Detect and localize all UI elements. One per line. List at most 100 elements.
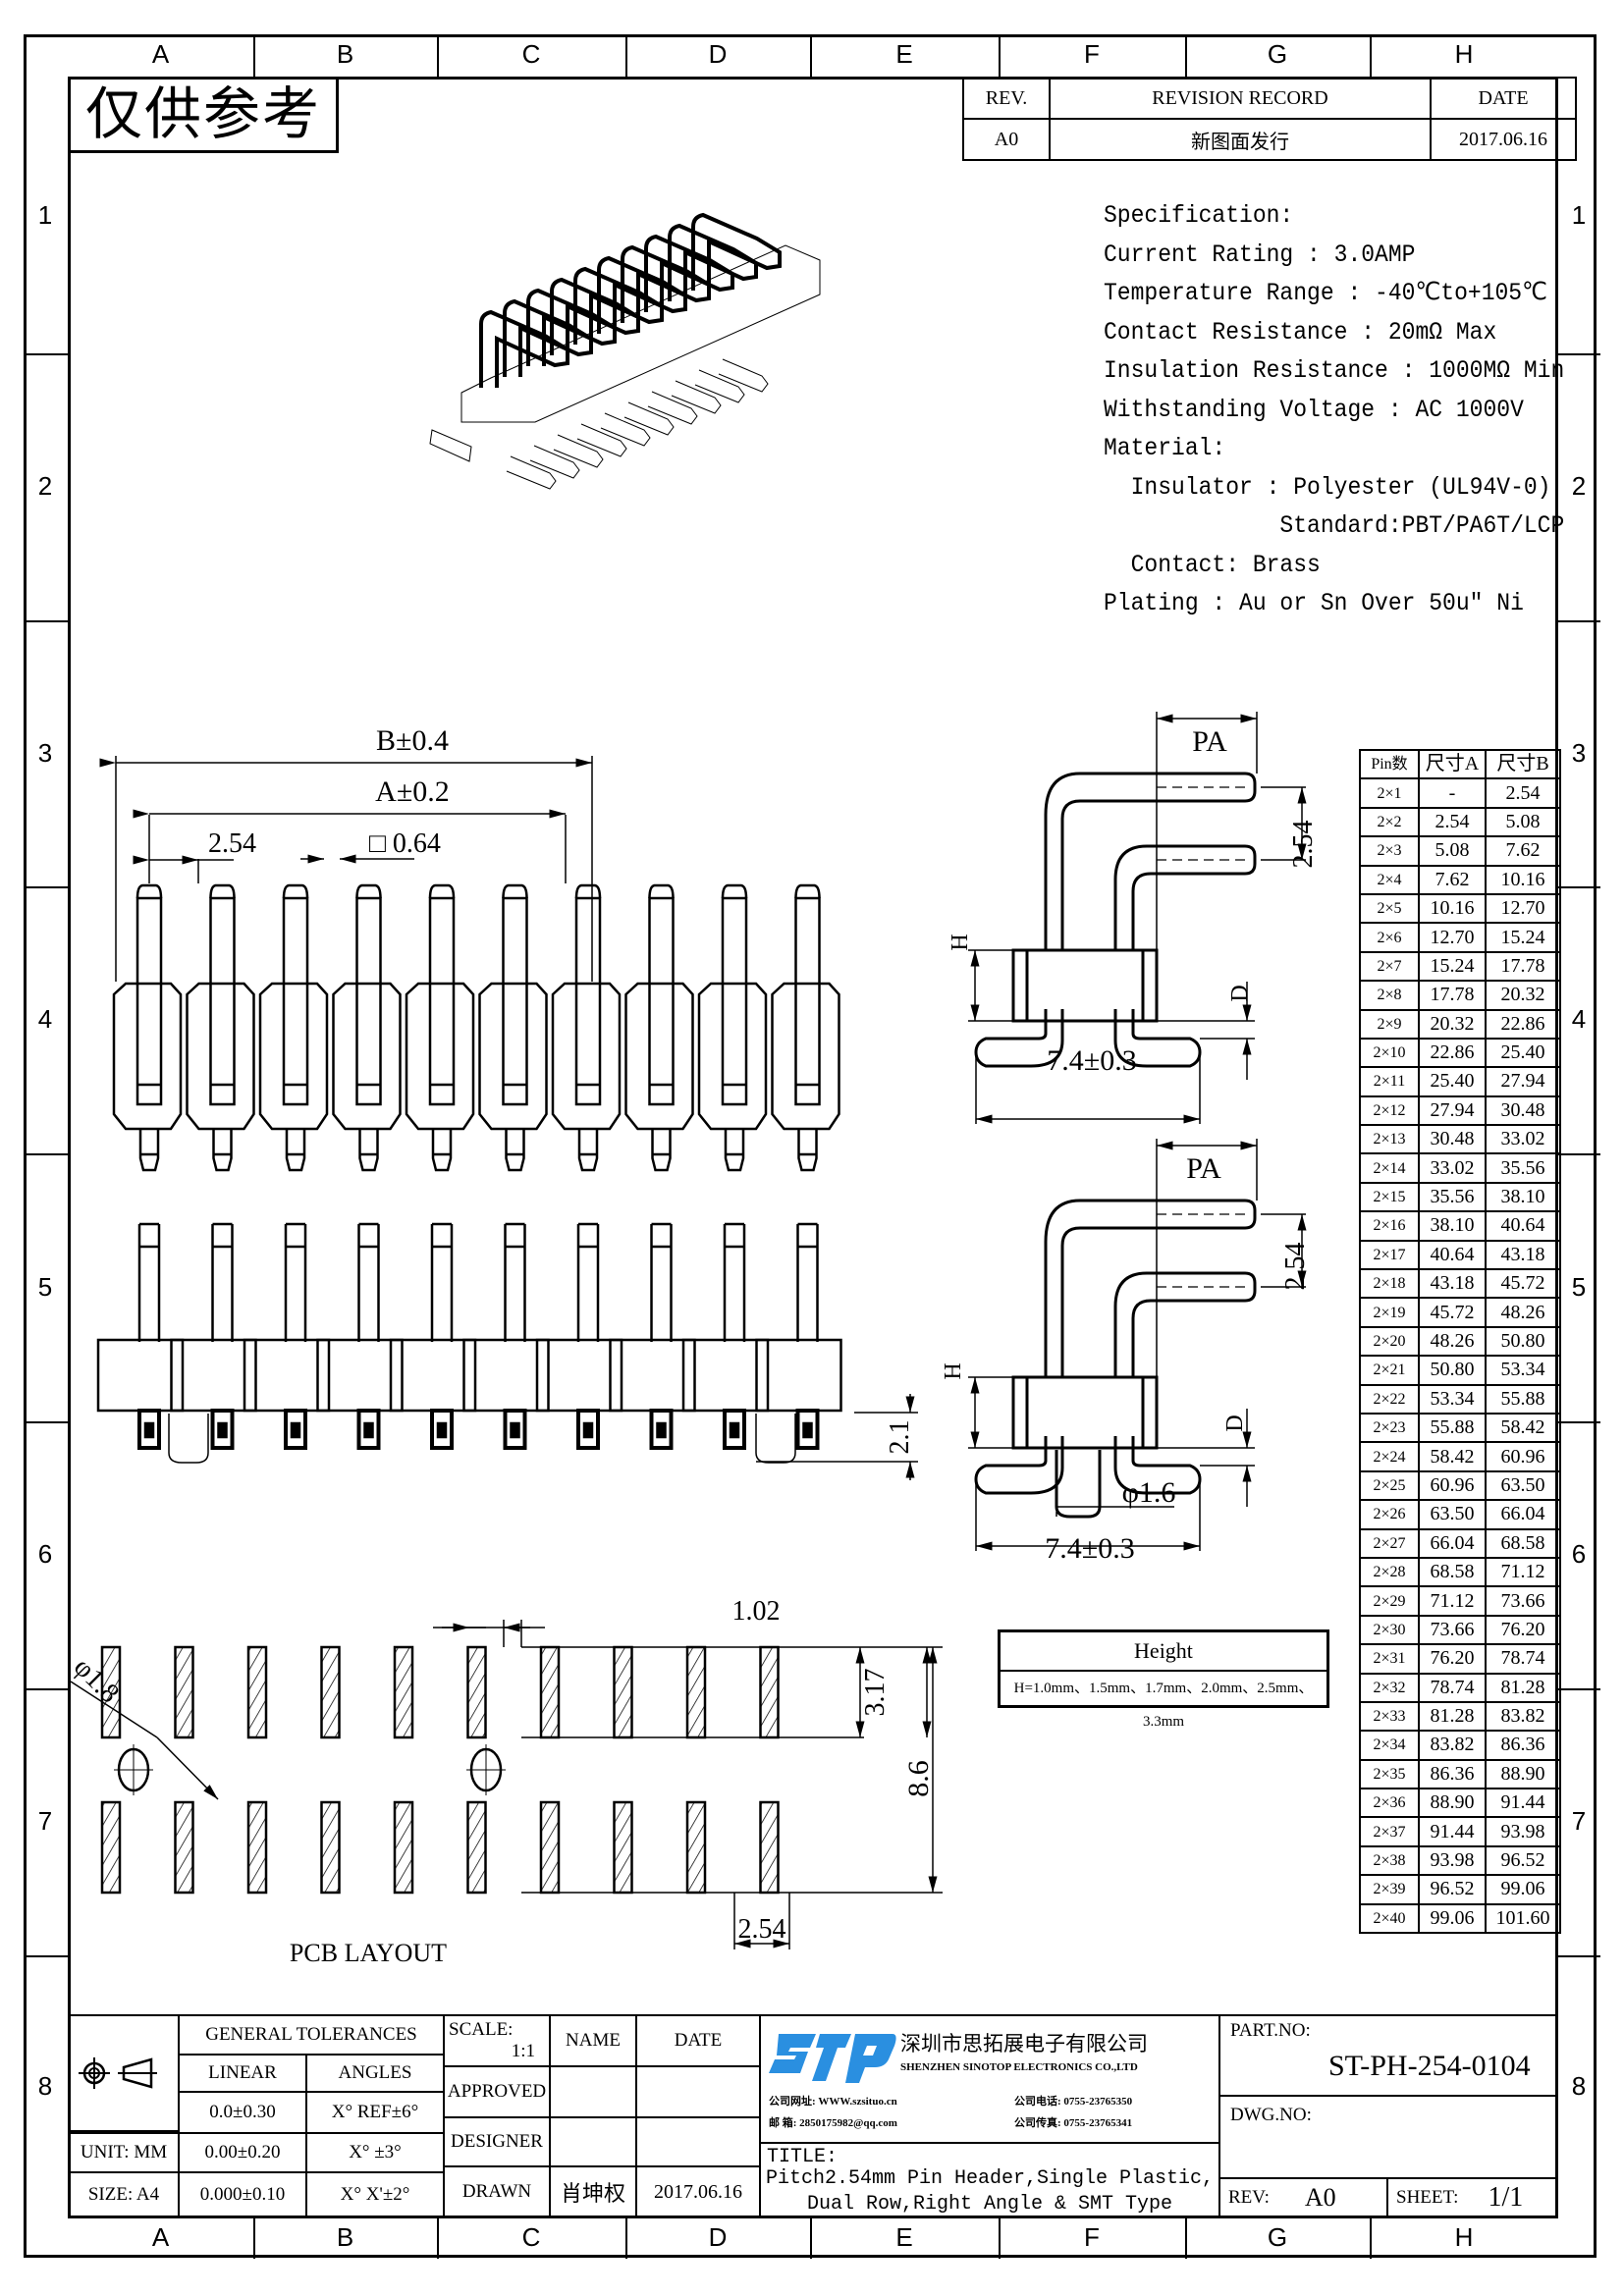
pin-count: 2×22 [1359, 1383, 1420, 1415]
dim-b: 35.56 [1485, 1152, 1561, 1184]
linear-tol-1: 0.0±0.30 [178, 2091, 307, 2134]
dim-b: 81.28 [1485, 1672, 1561, 1703]
pin-count: 2×19 [1359, 1297, 1420, 1328]
dim-b: 93.98 [1485, 1816, 1561, 1847]
linear-tol-3: 0.000±0.10 [178, 2171, 307, 2218]
zone-column-H-bottom: H [1454, 2222, 1474, 2252]
height-values: H=1.0mm、1.5mm、1.7mm、2.0mm、2.5mm、3.3mm [1013, 1681, 1314, 1730]
dim-b-header: 尺寸B [1485, 748, 1561, 780]
iso-smt-lead [623, 401, 675, 436]
zone-row-2-right: 2 [1571, 471, 1587, 501]
side-bottom-pa-label: PA [1186, 1152, 1221, 1185]
pcb-pad-top [613, 1645, 633, 1739]
front-housing-segment [771, 982, 840, 1131]
spec-line: Insulation Resistance : 1000MΩ Min [1104, 356, 1565, 385]
dim-a: 71.12 [1418, 1585, 1487, 1617]
zone-divider [1556, 1153, 1600, 1155]
pin-count: 2×7 [1359, 950, 1420, 983]
dim-a: 68.58 [1418, 1556, 1487, 1588]
dim-b: 45.72 [1485, 1268, 1561, 1300]
spec-line: Standard:PBT/PA6T/LCP [1104, 511, 1565, 540]
zone-column-B: B [336, 39, 354, 69]
side-housing-flange-right [1141, 1375, 1159, 1450]
bottom-view [96, 1222, 842, 1464]
revision-record-header: REVISION RECORD [1049, 77, 1432, 120]
front-smt-lead [724, 1129, 745, 1172]
bottom-smt-lead [137, 1409, 161, 1450]
side-bottom-pitch-label: 2.54 [1280, 1243, 1311, 1291]
pcb-span-label: 8.6 [902, 1760, 935, 1797]
pin-count: 2×8 [1359, 980, 1420, 1011]
bottom-smt-lead [649, 1409, 674, 1450]
bottom-pin [357, 1222, 380, 1342]
iso-smt-lead [718, 358, 769, 393]
dim-b: 76.20 [1485, 1614, 1561, 1646]
zone-divider [625, 34, 627, 77]
zone-row-6-right: 6 [1571, 1539, 1587, 1569]
zone-row-7: 7 [37, 1806, 53, 1836]
drawn-date: 2017.06.16 [635, 2165, 761, 2218]
side-bottom-peg-label: φ1.6 [1122, 1476, 1176, 1509]
pin-count: 2×16 [1359, 1210, 1420, 1242]
side-bottom-d-label: D [1222, 1415, 1248, 1431]
drawn-name: 肖坤权 [549, 2165, 637, 2218]
front-housing-segment [258, 982, 329, 1131]
front-smt-lead [212, 1129, 233, 1172]
bottom-smt-lead-dot [363, 1421, 374, 1439]
dim-a: 17.78 [1418, 980, 1487, 1011]
front-view [112, 883, 840, 1172]
pcb-layout [100, 1645, 780, 1895]
dim-b: 2.54 [1485, 777, 1561, 809]
zone-divider [253, 2216, 255, 2259]
smt-lead-right [1113, 1436, 1202, 1495]
bottom-smt-lead-dot [510, 1421, 520, 1439]
iso-smt-lead [671, 380, 722, 414]
drawn-label: DRAWN [443, 2165, 551, 2218]
dim-b: 15.24 [1485, 922, 1561, 953]
dim-b: 60.96 [1485, 1441, 1561, 1472]
front-pin-tip [648, 883, 675, 899]
height-title: Height [1001, 1632, 1326, 1672]
dwg-no-cell: DWG.NO: [1218, 2095, 1558, 2179]
side-housing [1011, 1375, 1159, 1450]
bottom-smt-lead-dot [290, 1421, 301, 1439]
front-pin [721, 896, 748, 1106]
front-smt-lead [358, 1129, 379, 1172]
company-name-en: SHENZHEN SINOTOP ELECTRONICS CO.,LTD [900, 2061, 1138, 2073]
zone-column-G: G [1267, 39, 1288, 69]
side-housing [1011, 948, 1159, 1023]
bottom-housing-cell [462, 1338, 550, 1413]
dim-a: 48.26 [1418, 1325, 1487, 1358]
sheet-value: 1/1 [1488, 2182, 1524, 2213]
bottom-smt-lead-dot [729, 1421, 740, 1439]
pin-count: 2×9 [1359, 1008, 1420, 1040]
designer-date [635, 2116, 761, 2167]
company-website: 公司网址: WWW.szsituo.cn [769, 2093, 897, 2109]
iso-pin-upper [621, 244, 711, 323]
dim-b: 86.36 [1485, 1730, 1561, 1761]
zone-divider [1370, 34, 1372, 77]
side-view-smt [968, 712, 1307, 1124]
pin-count: 2×36 [1359, 1788, 1420, 1819]
pin-count: 2×25 [1359, 1469, 1420, 1502]
iso-pin-upper [573, 266, 664, 345]
locating-peg-right [755, 1414, 796, 1464]
dim-a: 10.16 [1418, 892, 1487, 925]
spec-line: Contact Resistance : 20mΩ Max [1104, 317, 1497, 347]
spec-line: Specification: [1104, 201, 1294, 230]
front-pin-tip [428, 883, 456, 899]
side-housing-flange-left [1011, 1375, 1029, 1450]
pin-count: 2×32 [1359, 1672, 1420, 1703]
pcb-pad-top [246, 1645, 268, 1739]
linear-tol-2: 0.00±0.20 [178, 2132, 307, 2173]
pin-count: 2×26 [1359, 1499, 1420, 1530]
angle-tol-1: X° REF±6° [305, 2091, 445, 2134]
dim-a: 20.32 [1418, 1008, 1487, 1040]
